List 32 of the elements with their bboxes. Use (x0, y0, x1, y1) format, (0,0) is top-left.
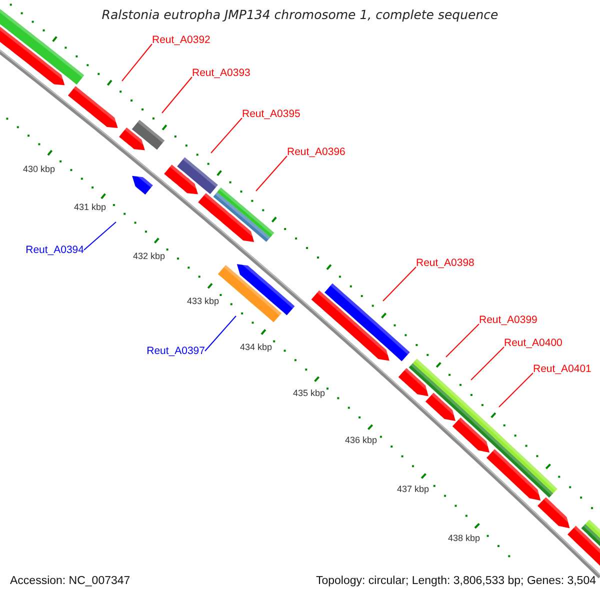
leader-line (470, 346, 504, 380)
leader-line (162, 76, 192, 114)
scale-label: 432 kbp (133, 251, 166, 261)
genome-info-text: Topology: circular; Length: 3,806,533 bp; Genes: 3,504 (316, 575, 596, 587)
leader-line (256, 156, 288, 192)
leader-line (122, 44, 152, 82)
map-title: Ralstonia eutropha JMP134 chromosome 1, complete sequence (102, 7, 498, 22)
gene-label: Reut_A0400 (504, 336, 566, 350)
accession-text: Accession: NC_007347 (10, 575, 130, 587)
gene-label: Reut_A0392 (152, 33, 214, 47)
scale-label: 433 kbp (187, 296, 220, 306)
leader-line (446, 324, 480, 358)
scale-label: 435 kbp (293, 388, 326, 398)
scale-label: 436 kbp (345, 435, 378, 445)
gene-label: Reut_A0395 (242, 107, 304, 121)
gene-label: Reut_A0401 (533, 362, 595, 376)
scale-label: 431 kbp (74, 202, 106, 212)
leader-line (498, 372, 534, 408)
leader-line (210, 118, 242, 154)
leader-line (382, 266, 416, 302)
scale-label: 434 kbp (240, 342, 272, 352)
scale-label: 437 kbp (397, 484, 430, 494)
gene-label: Reut_A0397 (143, 344, 205, 358)
leader-line (84, 222, 116, 250)
gene-label: Reut_A0394 (22, 243, 84, 257)
gene-label: Reut_A0396 (287, 145, 349, 159)
scale-label: 438 kbp (448, 533, 480, 543)
gene-label: Reut_A0393 (192, 66, 254, 80)
scale-label: 430 kbp (23, 164, 56, 174)
leader-line (204, 316, 236, 352)
gene-label: Reut_A0398 (416, 256, 478, 270)
gene-label: Reut_A0399 (479, 313, 541, 327)
